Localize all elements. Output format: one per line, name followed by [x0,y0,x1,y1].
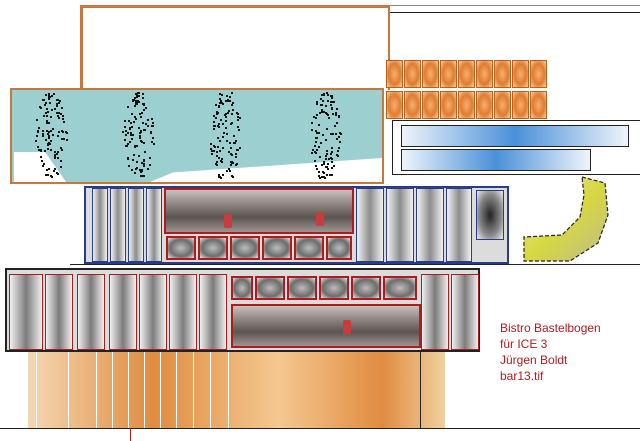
tree-silhouette [205,92,245,180]
counter-wall-strip [84,186,509,264]
panel-seam [193,352,194,428]
panel-seam [176,352,177,428]
red-framed-panel [294,236,324,260]
bottom-guide-line [0,428,640,429]
gray-tall-panel [77,274,105,350]
gray-panel [128,188,144,262]
red-framed-panel [198,236,228,260]
orange-tile [422,60,439,88]
red-framed-panel [262,236,292,260]
gray-panel [146,188,162,262]
orange-tile [422,91,439,119]
orange-tile [530,60,547,88]
tree-silhouette [30,92,70,180]
gray-tall-panel [199,274,227,350]
gray-tall-panel [169,274,197,350]
red-framed-panel [230,236,260,260]
orange-tile [386,60,403,88]
orange-tile [404,60,421,88]
red-framed-panel [287,276,317,300]
orange-tile [440,60,457,88]
yellow-curved-piece [523,176,609,262]
gray-panel [110,188,126,262]
gray-panel [386,188,414,262]
orange-floor-panel [28,352,445,428]
dark-end-panel [476,190,504,240]
panel-seam [228,352,229,428]
caption-title: Bistro Bastelbogen [500,321,601,335]
gray-tall-panel [9,274,43,350]
roof-outline-frame [80,5,390,90]
mid-guide-line [70,264,640,265]
gray-panel [356,188,384,262]
tree-silhouette [305,92,345,180]
gray-panel [416,188,444,262]
gray-panel [446,188,472,262]
caption-subtitle: für ICE 3 [500,337,548,351]
orange-tile [476,91,493,119]
orange-tile [530,91,547,119]
red-framed-panel [255,276,285,300]
gray-tall-panel [139,274,167,350]
red-framed-panel [166,236,196,260]
orange-tile-grid [386,58,551,120]
orange-tile [386,91,403,119]
blue-window-bar-top [401,125,629,147]
gray-tall-panel [109,274,137,350]
red-framed-panel [326,236,352,260]
gray-panel [92,188,108,262]
vertical-divider [420,352,421,428]
orange-tile [512,60,529,88]
caption-author: Jürgen Boldt [500,353,568,367]
panel-seam [112,352,113,428]
orange-tile [494,60,511,88]
orange-tile [512,91,529,119]
red-framed-panel [351,276,381,300]
lower-wall-strip [5,268,480,352]
bistro-interior-photo [231,304,421,348]
panel-seam [68,352,69,428]
blue-window-bar-bottom [401,149,591,171]
bistro-interior-photo [164,188,354,234]
orange-tile [458,91,475,119]
tree-silhouette [118,92,158,180]
orange-tile [440,91,457,119]
orange-tile [476,60,493,88]
caption-block: Bistro Bastelbogen für ICE 3 Jürgen Bold… [500,320,635,384]
panel-seam [36,352,37,428]
panel-seam [160,352,161,428]
panel-seam [144,352,145,428]
orange-tile [494,91,511,119]
gray-tall-panel [421,274,449,350]
caption-filename: bar13.tif [500,369,544,383]
red-framed-panel [319,276,349,300]
panel-seam [210,352,211,428]
red-framed-panel [231,276,253,300]
panel-seam [128,352,129,428]
red-framed-panel [383,276,417,300]
panel-seam [96,352,97,428]
orange-tile [458,60,475,88]
right-guide-line [390,12,640,13]
gray-tall-panel [45,274,73,350]
blue-bar-group [392,120,640,175]
gray-tall-panel [451,274,479,350]
orange-tile [404,91,421,119]
